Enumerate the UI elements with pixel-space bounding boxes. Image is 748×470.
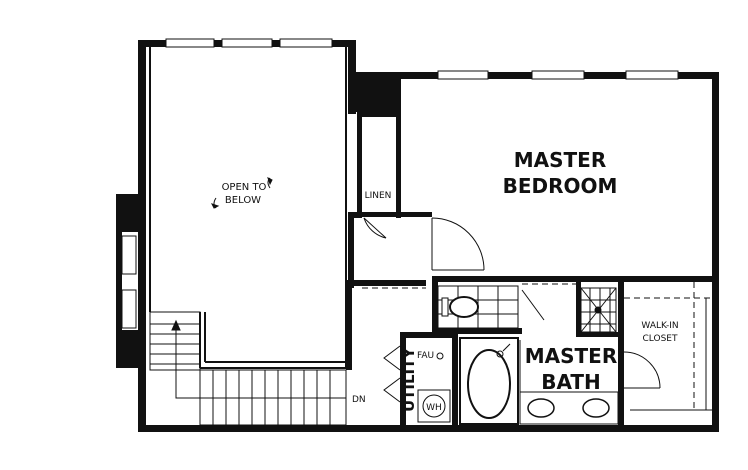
doors (363, 217, 661, 403)
open-to-below-line1: OPEN TO (222, 182, 267, 193)
closet-shelves (630, 298, 712, 411)
toilet-bowl (449, 296, 479, 318)
master-bedroom-line2: BEDROOM (503, 174, 618, 198)
windows (121, 38, 679, 329)
threshold-lines (362, 282, 712, 410)
open-to-below-railing (149, 47, 347, 369)
fau-label: FAU (417, 351, 434, 361)
shower (580, 287, 617, 333)
water-heater-label: WH (426, 403, 442, 413)
fau-symbol (436, 352, 444, 360)
bathtub (459, 337, 519, 425)
utility-label: UTILITY (400, 347, 418, 412)
walk-in-closet-line1: WALK-IN (641, 321, 678, 331)
toilet-room (437, 285, 519, 329)
master-bath-line2: BATH (541, 370, 601, 394)
water-heater (417, 389, 451, 423)
master-bedroom-line1: MASTER (514, 148, 607, 172)
open-to-below-line2: BELOW (225, 195, 261, 206)
walk-in-closet-line2: CLOSET (643, 334, 678, 344)
stairs (149, 311, 347, 426)
master-bath-line1: MASTER (525, 344, 618, 368)
interior-walls (346, 79, 712, 425)
stair-down-label: DN (352, 395, 366, 405)
vanity (519, 340, 619, 425)
open-to-below-arrows (211, 177, 273, 209)
linen-label: LINEN (365, 191, 392, 201)
